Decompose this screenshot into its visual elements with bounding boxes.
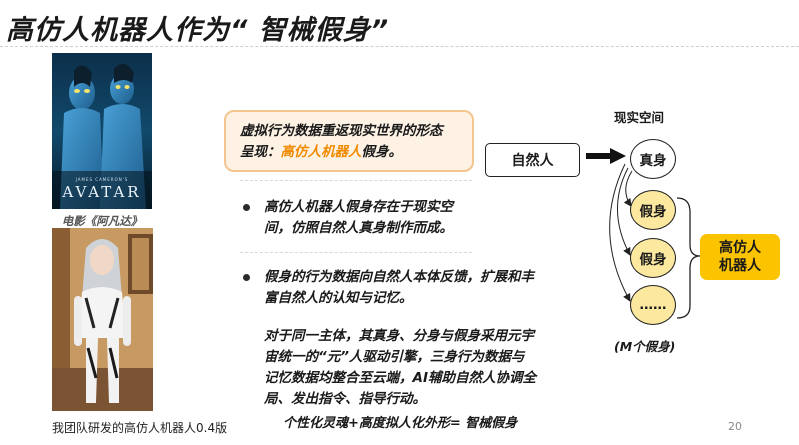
bullet-2-line: 局、发出指令、指导行动。: [264, 391, 426, 407]
humanoid-robot-box: 高仿人 机器人: [700, 234, 780, 280]
bullet-dot: [243, 274, 250, 281]
natural-person-node: 自然人: [485, 143, 580, 177]
bullet-2-line: 假身的行为数据向自然人本体反馈，扩展和丰: [264, 269, 534, 285]
bottom-formula: 个性化灵魂+高度拟人化外形= 智械假身: [283, 416, 518, 431]
divider-1: [240, 180, 472, 181]
group-brace: [676, 197, 701, 319]
bullet-2-line: 记忆数据均整合至云端，AI辅助自然人协调全: [264, 370, 536, 386]
main-arrowhead: [610, 148, 626, 164]
bullet-1-line: 高仿人机器人假身存在于现实空: [264, 199, 453, 215]
bullet-2-line: 对于同一主体，其真身、分身与假身采用元宇: [264, 328, 534, 344]
connector-to-ellipsis: [609, 163, 631, 302]
connector-to-false-body-1: [623, 170, 633, 207]
title-divider: [0, 46, 799, 47]
avatar-caption: 电影《阿凡达》: [61, 214, 143, 228]
avatar-poster-image: JAMES CAMERON'S AVATAR: [52, 53, 152, 209]
count-label: (M个假身): [614, 339, 676, 354]
poster-small-text: JAMES CAMERON'S: [75, 177, 129, 182]
connector-to-false-body-2: [617, 167, 631, 256]
false-body-node: 假身: [630, 238, 676, 278]
bullet-1-line: 间，仿照自然人真身制作而成。: [264, 220, 453, 236]
intro-line-1: 虚拟行为数据重返现实世界的形态: [240, 123, 443, 139]
divider-2: [240, 252, 472, 253]
robot-box-line: 机器人: [719, 258, 761, 274]
bullet-2-line: 宙统一的“元”人驱动引擎，三身行为数据与: [264, 349, 525, 365]
bullet-1-text: 高仿人机器人假身存在于现实空 间，仿照自然人真身制作而成。: [264, 197, 453, 239]
robot-caption: 我团队研发的高仿人机器人0.4版: [52, 421, 228, 435]
ellipsis-node: ……: [630, 285, 676, 325]
intro-callout: 虚拟行为数据重返现实世界的形态 呈现：高仿人机器人假身。: [224, 110, 474, 172]
intro-line-2: 呈现：高仿人机器人假身。: [240, 142, 458, 163]
bullet-2-line: 富自然人的认知与记忆。: [264, 290, 413, 306]
slide-title: 高仿人机器人作为“ 智械假身”: [6, 15, 390, 46]
intro-prefix: 呈现：: [240, 144, 281, 160]
poster-title-text: AVATAR: [62, 183, 142, 201]
intro-highlight: 高仿人机器人: [280, 144, 362, 160]
robot-box-line: 高仿人: [719, 240, 761, 256]
bullet-dot: [243, 204, 250, 211]
false-body-node: 假身: [630, 190, 676, 230]
bullet-2-text: 假身的行为数据向自然人本体反馈，扩展和丰 富自然人的认知与记忆。 对于同一主体，…: [264, 267, 536, 410]
intro-suffix: 假身。: [361, 144, 403, 160]
true-body-node: 真身: [630, 139, 676, 179]
humanoid-robot-photo: [52, 228, 153, 411]
page-number: 20: [728, 420, 742, 433]
space-label: 现实空间: [614, 110, 665, 125]
